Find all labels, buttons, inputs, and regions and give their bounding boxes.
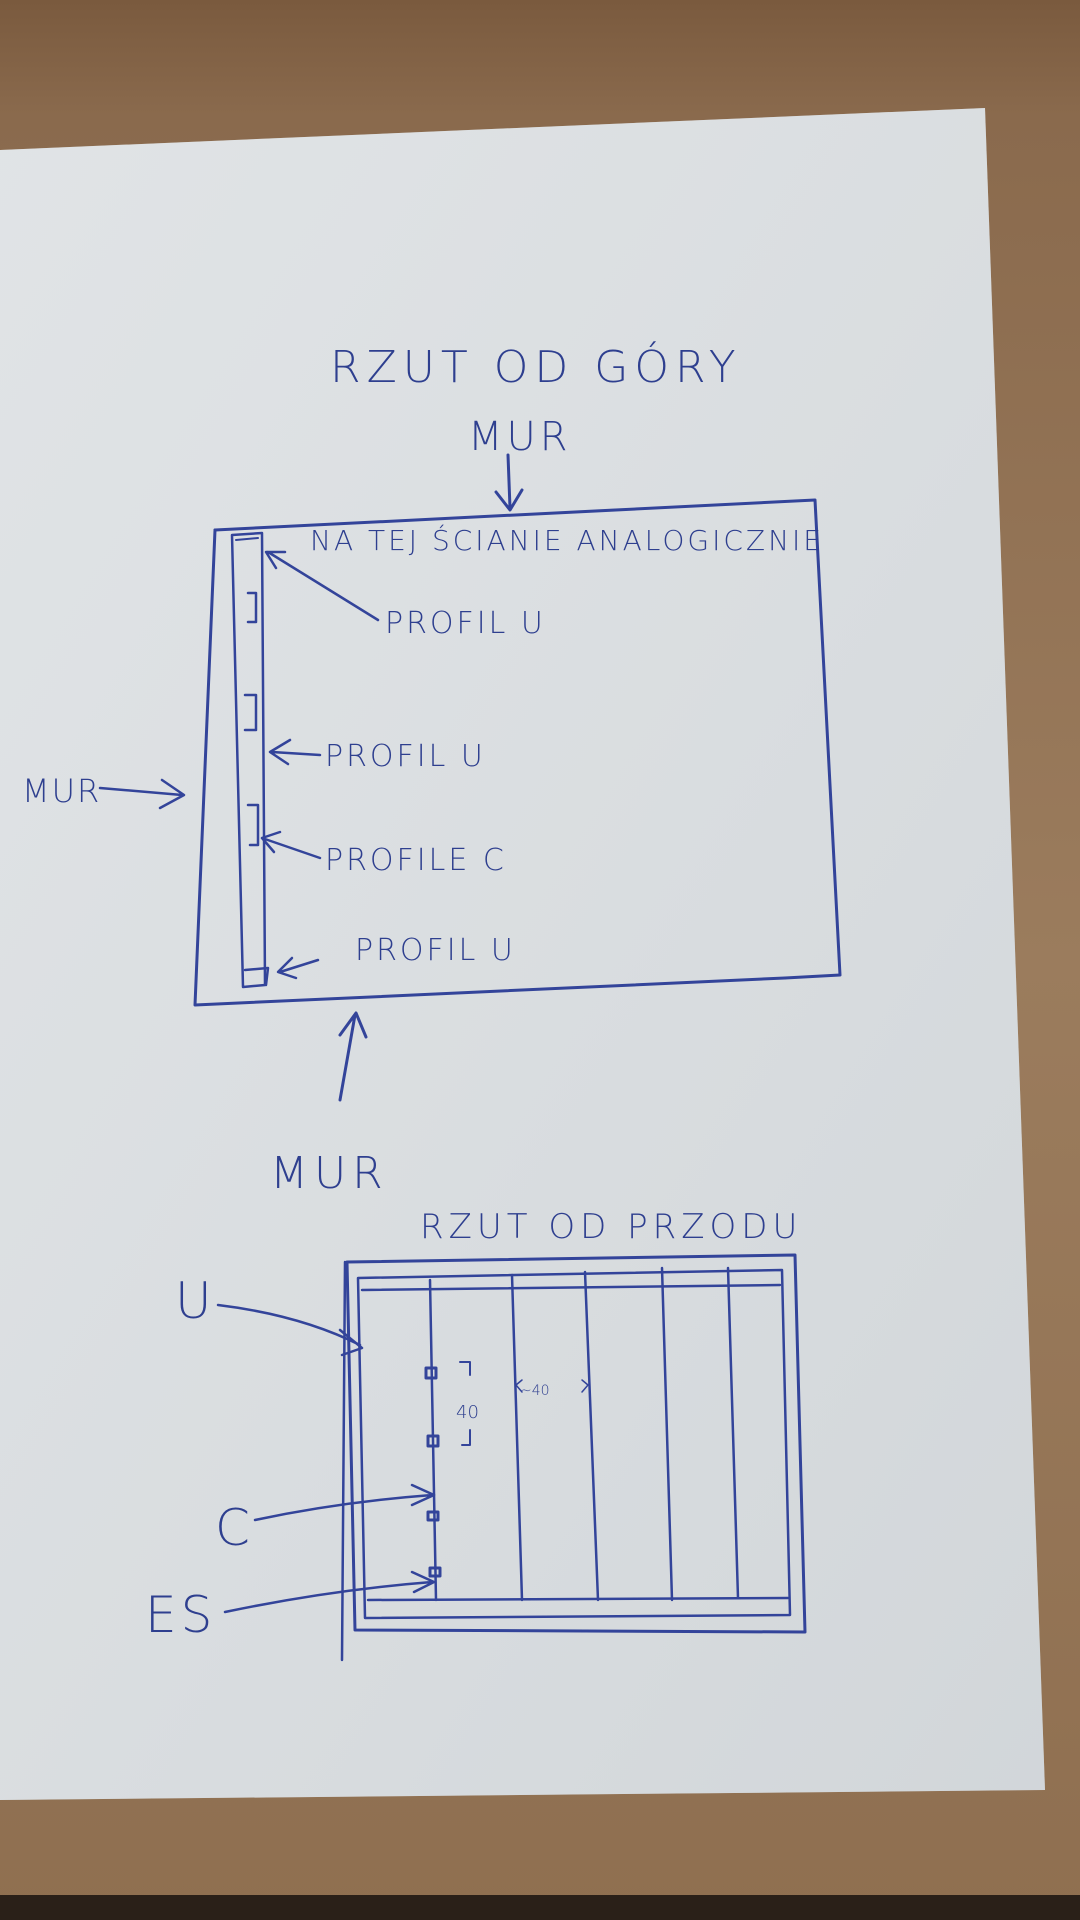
- front-label-es: ES: [145, 1586, 216, 1644]
- top-view-title: RZUT OD GÓRY: [330, 340, 742, 393]
- fastener-2: [426, 1434, 440, 1448]
- top-box-edge-right: [213, 498, 842, 980]
- front-frame-top-rail: [360, 1283, 782, 1292]
- profile-u-arrow-2: [268, 738, 322, 766]
- fastener-4: [428, 1566, 442, 1578]
- profile-label-4: PROFIL U: [355, 933, 516, 968]
- profile-u-top-mark: [235, 537, 259, 541]
- front-u-arrow: [216, 1303, 364, 1357]
- dim-horizontal-arrows: [515, 1379, 589, 1393]
- profile-u-bottom-mark: [243, 966, 270, 987]
- wall-bottom-label: MUR: [270, 1148, 389, 1199]
- stud-line-2: [510, 1273, 524, 1602]
- front-frame-bottom-rail: [366, 1596, 790, 1602]
- wall-left-arrow: [98, 778, 186, 810]
- stud-line-3: [583, 1270, 600, 1602]
- front-view-title: RZUT OD PRZODU: [420, 1207, 802, 1247]
- wall-top-label: MUR: [468, 414, 572, 460]
- front-frame-inner: [356, 1268, 792, 1620]
- stud-line-5: [726, 1266, 740, 1600]
- profile-u-bracket-2: [243, 693, 258, 732]
- profile-c-arrow: [260, 830, 322, 860]
- wall-bottom-arrow: [338, 1011, 368, 1102]
- front-frame-outer: [345, 1253, 807, 1634]
- profile-label-3: PROFILE C: [325, 843, 507, 878]
- profile-label-1: PROFIL U: [385, 606, 546, 641]
- top-box-edge-left: [193, 528, 787, 1007]
- front-wall-line: [340, 1260, 347, 1662]
- stud-c-line: [428, 1278, 438, 1602]
- dim-horizontal-label: ~40: [520, 1383, 550, 1399]
- front-es-arrow: [223, 1570, 436, 1614]
- fastener-3: [426, 1510, 440, 1522]
- stud-line-4: [660, 1266, 674, 1602]
- front-label-c: C: [215, 1499, 250, 1557]
- front-label-u: U: [175, 1272, 212, 1330]
- top-view-note: NA TEJ ŚCIANIE ANALOGICZNIE: [310, 523, 824, 557]
- profile-label-2: PROFIL U: [325, 739, 486, 774]
- fastener-1: [424, 1366, 438, 1380]
- profile-u-arrow-1: [264, 550, 380, 622]
- front-c-arrow: [253, 1483, 436, 1522]
- profile-u-arrow-3: [276, 956, 320, 980]
- profile-c-bracket: [246, 803, 260, 847]
- wall-top-arrow: [494, 453, 524, 512]
- profile-u-bracket-1: [246, 591, 258, 624]
- wall-left-label: MUR: [22, 772, 101, 810]
- dim-vertical-label: 40: [456, 1402, 479, 1423]
- dim-vertical-bracket: [459, 1361, 471, 1446]
- table-edge: [0, 1895, 1080, 1920]
